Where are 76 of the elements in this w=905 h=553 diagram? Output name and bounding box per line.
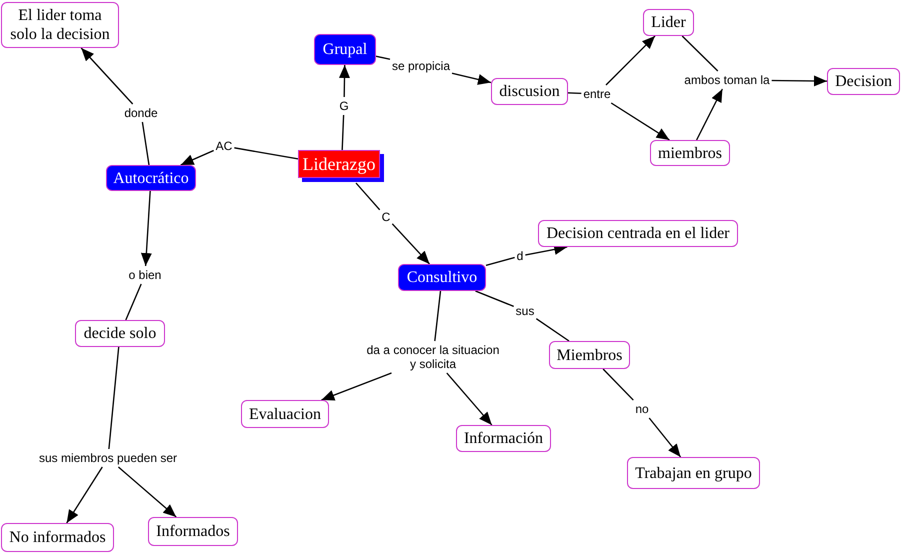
- concept-label: Informados: [156, 522, 230, 541]
- concept-label: Evaluacion: [249, 404, 321, 424]
- arrow: [180, 150, 214, 166]
- concept-box: [1, 523, 114, 552]
- arrow: [339, 64, 350, 98]
- concept-label: decide solo: [84, 324, 156, 343]
- concept-label: Trabajan en grupo: [635, 464, 752, 482]
- arrow: [772, 75, 827, 86]
- concept-box: [643, 9, 694, 36]
- linking-phrase: o bien: [128, 268, 162, 282]
- category-box: [314, 34, 376, 65]
- arrow: [446, 372, 492, 426]
- concept-label: Consultivo: [406, 268, 478, 287]
- category-box: [398, 264, 486, 291]
- concept-label: miembros: [658, 144, 722, 162]
- concept-label: Grupal: [322, 40, 368, 59]
- connector-line: [486, 256, 515, 266]
- linking-phrase: C: [382, 210, 390, 224]
- concept-label: Autocrático: [113, 168, 189, 188]
- connector-line: [234, 147, 298, 160]
- concept-label: Información: [464, 429, 544, 448]
- concept-label: Miembros: [556, 346, 622, 364]
- concept-box: [1, 2, 119, 48]
- arrow: [321, 372, 392, 401]
- concept-box: [627, 457, 760, 489]
- linking-phrase: d: [516, 249, 524, 263]
- connector-line: [682, 36, 718, 72]
- connector-line: [568, 92, 582, 94]
- concept-box: [148, 517, 238, 546]
- concept-label: discusion: [499, 82, 560, 101]
- connector-line: [475, 290, 514, 307]
- concept-label: El lider toma solo la decision: [9, 6, 111, 44]
- connector-line: [376, 56, 390, 60]
- connector-line: [356, 182, 380, 210]
- connector-line: [108, 346, 120, 450]
- connector-line: [342, 114, 344, 150]
- concept-box: [650, 140, 730, 166]
- concept-label: Decision centrada en el lider: [546, 224, 730, 243]
- arrow: [66, 466, 103, 524]
- connector-line: [125, 284, 142, 320]
- arrow: [648, 418, 682, 458]
- concept-box: [538, 220, 738, 247]
- linking-phrase: sus: [516, 304, 534, 318]
- linking-phrase: donde: [124, 106, 158, 120]
- linking-phrase: G: [339, 99, 349, 113]
- connector-line: [536, 318, 570, 342]
- arrow: [696, 88, 723, 140]
- concept-box: [75, 320, 165, 347]
- arrow: [140, 190, 152, 266]
- linking-phrase: sus miembros pueden ser: [38, 451, 178, 465]
- concept-box: [241, 400, 329, 428]
- concept-box: [549, 341, 630, 369]
- arrow: [452, 72, 492, 85]
- concept-box: [491, 78, 568, 105]
- concept-box: [827, 68, 900, 95]
- category-box: [106, 165, 196, 191]
- arrow: [525, 244, 568, 256]
- arrow: [606, 36, 656, 86]
- connector-line: [434, 290, 442, 342]
- connector-line: [142, 122, 150, 166]
- concept-label: Decision: [835, 72, 892, 91]
- arrow: [610, 102, 670, 141]
- concept-box: [456, 425, 551, 452]
- linking-phrase: entre: [583, 87, 611, 101]
- concept-label: Lider: [651, 13, 686, 32]
- concept-label: Liderazgo: [302, 154, 376, 174]
- arrow: [392, 223, 430, 264]
- concept-label: No informados: [9, 528, 106, 547]
- linking-phrase: se propicia: [392, 59, 450, 73]
- linking-phrase: da a conocer la situacion y solicita: [365, 343, 501, 371]
- linking-phrase: ambos toman la: [684, 73, 770, 87]
- connector-line: [602, 368, 634, 401]
- linking-phrase: AC: [216, 139, 232, 153]
- linking-phrase: no: [635, 402, 649, 416]
- arrow: [80, 48, 134, 104]
- arrow: [118, 466, 177, 518]
